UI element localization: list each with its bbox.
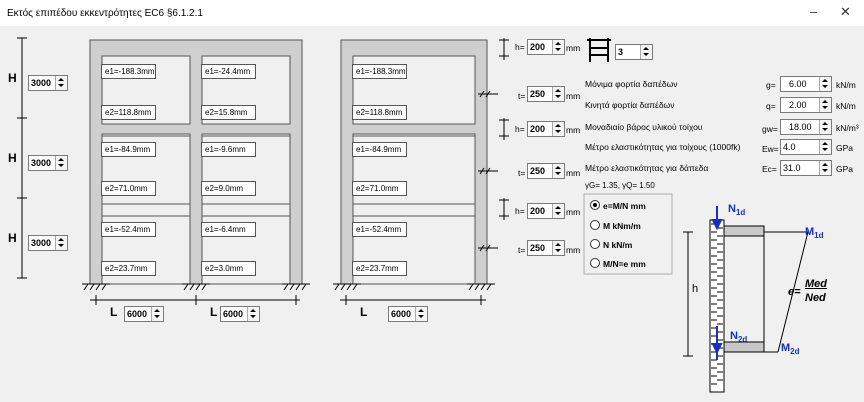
t-unit-2: mm bbox=[566, 168, 581, 178]
f1-bay2-e2-floor2: e2=9.0mm bbox=[201, 181, 256, 196]
param-label-4: Μέτρο ελαστικότητας για δάπεδα bbox=[585, 163, 709, 173]
param-sym-3: Ew= bbox=[762, 144, 779, 154]
n1d-label: N1d bbox=[728, 203, 746, 218]
h-label-2: h= bbox=[515, 124, 525, 134]
f1-bay2-e1-floor2: e1=-9.6mm bbox=[201, 142, 256, 157]
span-label-1: L bbox=[110, 305, 118, 319]
f1-bay1-e1-floor3: e1=-188.3mm bbox=[101, 64, 156, 79]
span-label-2: L bbox=[210, 305, 218, 319]
f1-bay2-e2-floor3: e2=15.8mm bbox=[201, 105, 256, 120]
param-label-3: Μέτρο ελαστικότητας για τοίχους (1000fk) bbox=[585, 142, 741, 152]
h-label-1: h= bbox=[515, 42, 525, 52]
param-label-2: Μοναδιαίο βάρος υλικού τοίχου bbox=[585, 122, 703, 132]
m2d-label: M2d bbox=[781, 342, 800, 357]
param-label-0: Μόνιμα φορτία δαπέδων bbox=[585, 79, 678, 89]
height-spinner-3[interactable]: 3000 bbox=[28, 235, 68, 251]
param-unit-1: kN/m bbox=[836, 101, 856, 111]
param-spinner-gw[interactable]: 18.00 bbox=[780, 119, 832, 135]
f1-bay2-e2-floor1: e2=3.0mm bbox=[201, 261, 256, 276]
f2-e1-floor3: e1=-188.3mm bbox=[352, 64, 407, 79]
radio-checked-icon bbox=[590, 200, 600, 210]
f2-e2-floor1: e2=23.7mm bbox=[352, 261, 407, 276]
param-sym-2: gw= bbox=[762, 124, 778, 134]
wall-t-spinner-1[interactable]: 250 bbox=[527, 86, 565, 102]
radio-m[interactable]: M kNm/m bbox=[590, 220, 641, 231]
t-label-2: t= bbox=[518, 168, 526, 178]
param-sym-4: Ec= bbox=[762, 164, 777, 174]
radio-n[interactable]: N kN/m bbox=[590, 239, 632, 250]
f1-bay1-e2-floor1: e2=23.7mm bbox=[101, 261, 156, 276]
height-label-1: H bbox=[8, 71, 17, 85]
span-spinner-3[interactable]: 6000 bbox=[388, 306, 428, 322]
param-spinner-ew[interactable]: 4.0 bbox=[780, 139, 832, 155]
e-formula-label: e= bbox=[788, 286, 801, 298]
param-sym-0: g= bbox=[766, 80, 776, 90]
wall-height-label: h bbox=[692, 283, 699, 295]
partial-factors: γG= 1.35, γQ= 1.50 bbox=[585, 181, 655, 190]
radio-mn[interactable]: M/N=e mm bbox=[590, 258, 646, 269]
h-unit-2: mm bbox=[566, 125, 581, 135]
title-bar: Εκτός επιπέδου εκκεντρότητες EC6 §6.1.2.… bbox=[0, 0, 864, 26]
param-unit-0: kN/m bbox=[836, 80, 856, 90]
f1-bay1-e2-floor2: e2=71.0mm bbox=[101, 181, 156, 196]
radio-unchecked-icon bbox=[590, 239, 600, 249]
param-spinner-g[interactable]: 6.00 bbox=[780, 76, 832, 92]
f2-e1-floor2: e1=-84.9mm bbox=[352, 142, 407, 157]
param-unit-4: GPa bbox=[836, 164, 854, 174]
span-label-3: L bbox=[360, 305, 368, 319]
t-unit-1: mm bbox=[566, 91, 581, 101]
h-unit-3: mm bbox=[566, 207, 581, 217]
floors-icon bbox=[587, 38, 611, 62]
radio-unchecked-icon bbox=[590, 258, 600, 268]
wall-t-spinner-2[interactable]: 250 bbox=[527, 163, 565, 179]
slab-h-spinner-3[interactable]: 200 bbox=[527, 203, 565, 219]
f1-bay2-e1-floor3: e1=-24.4mm bbox=[201, 64, 256, 79]
minimize-icon[interactable]: – bbox=[810, 4, 818, 19]
height-label-2: H bbox=[8, 151, 17, 165]
f2-e1-floor1: e1=-52.4mm bbox=[352, 222, 407, 237]
f1-bay2-e1-floor1: e1=-6.4mm bbox=[201, 222, 256, 237]
floors-spinner[interactable]: 3 bbox=[615, 44, 653, 60]
h-unit-1: mm bbox=[566, 43, 581, 53]
slab-h-spinner-2[interactable]: 200 bbox=[527, 121, 565, 137]
med-label: Med bbox=[805, 278, 827, 290]
height-label-3: H bbox=[8, 231, 17, 245]
f1-bay1-e1-floor2: e1=-84.9mm bbox=[101, 142, 156, 157]
t-unit-3: mm bbox=[566, 245, 581, 255]
radio-unchecked-icon bbox=[590, 220, 600, 230]
param-label-1: Κινητά φορτία δαπέδων bbox=[585, 100, 675, 110]
n2d-label: N2d bbox=[730, 330, 748, 345]
span-spinner-2[interactable]: 6000 bbox=[220, 306, 260, 322]
param-spinner-q[interactable]: 2.00 bbox=[780, 97, 832, 113]
f1-bay1-e2-floor3: e2=118.8mm bbox=[101, 105, 156, 120]
wall-t-spinner-3[interactable]: 250 bbox=[527, 240, 565, 256]
ned-label: Ned bbox=[805, 292, 826, 304]
height-spinner-1[interactable]: 3000 bbox=[28, 75, 68, 91]
t-label-3: t= bbox=[518, 245, 526, 255]
span-spinner-1[interactable]: 6000 bbox=[124, 306, 164, 322]
f1-bay1-e1-floor1: e1=-52.4mm bbox=[101, 222, 156, 237]
t-label-1: t= bbox=[518, 91, 526, 101]
close-icon[interactable]: ✕ bbox=[840, 4, 851, 19]
f2-e2-floor2: e2=71.0mm bbox=[352, 181, 407, 196]
f2-e2-floor3: e2=118.8mm bbox=[352, 105, 407, 120]
param-sym-1: q= bbox=[766, 101, 776, 111]
radio-e[interactable]: e=M/N mm bbox=[590, 200, 646, 211]
slab-h-spinner-1[interactable]: 200 bbox=[527, 39, 565, 55]
param-unit-2: kN/m³ bbox=[836, 123, 859, 133]
height-spinner-2[interactable]: 3000 bbox=[28, 155, 68, 171]
param-unit-3: GPa bbox=[836, 143, 854, 153]
window-title: Εκτός επιπέδου εκκεντρότητες EC6 §6.1.2.… bbox=[7, 8, 203, 19]
param-spinner-ec[interactable]: 31.0 bbox=[780, 160, 832, 176]
m1d-label: M1d bbox=[805, 226, 824, 241]
h-label-3: h= bbox=[515, 206, 525, 216]
